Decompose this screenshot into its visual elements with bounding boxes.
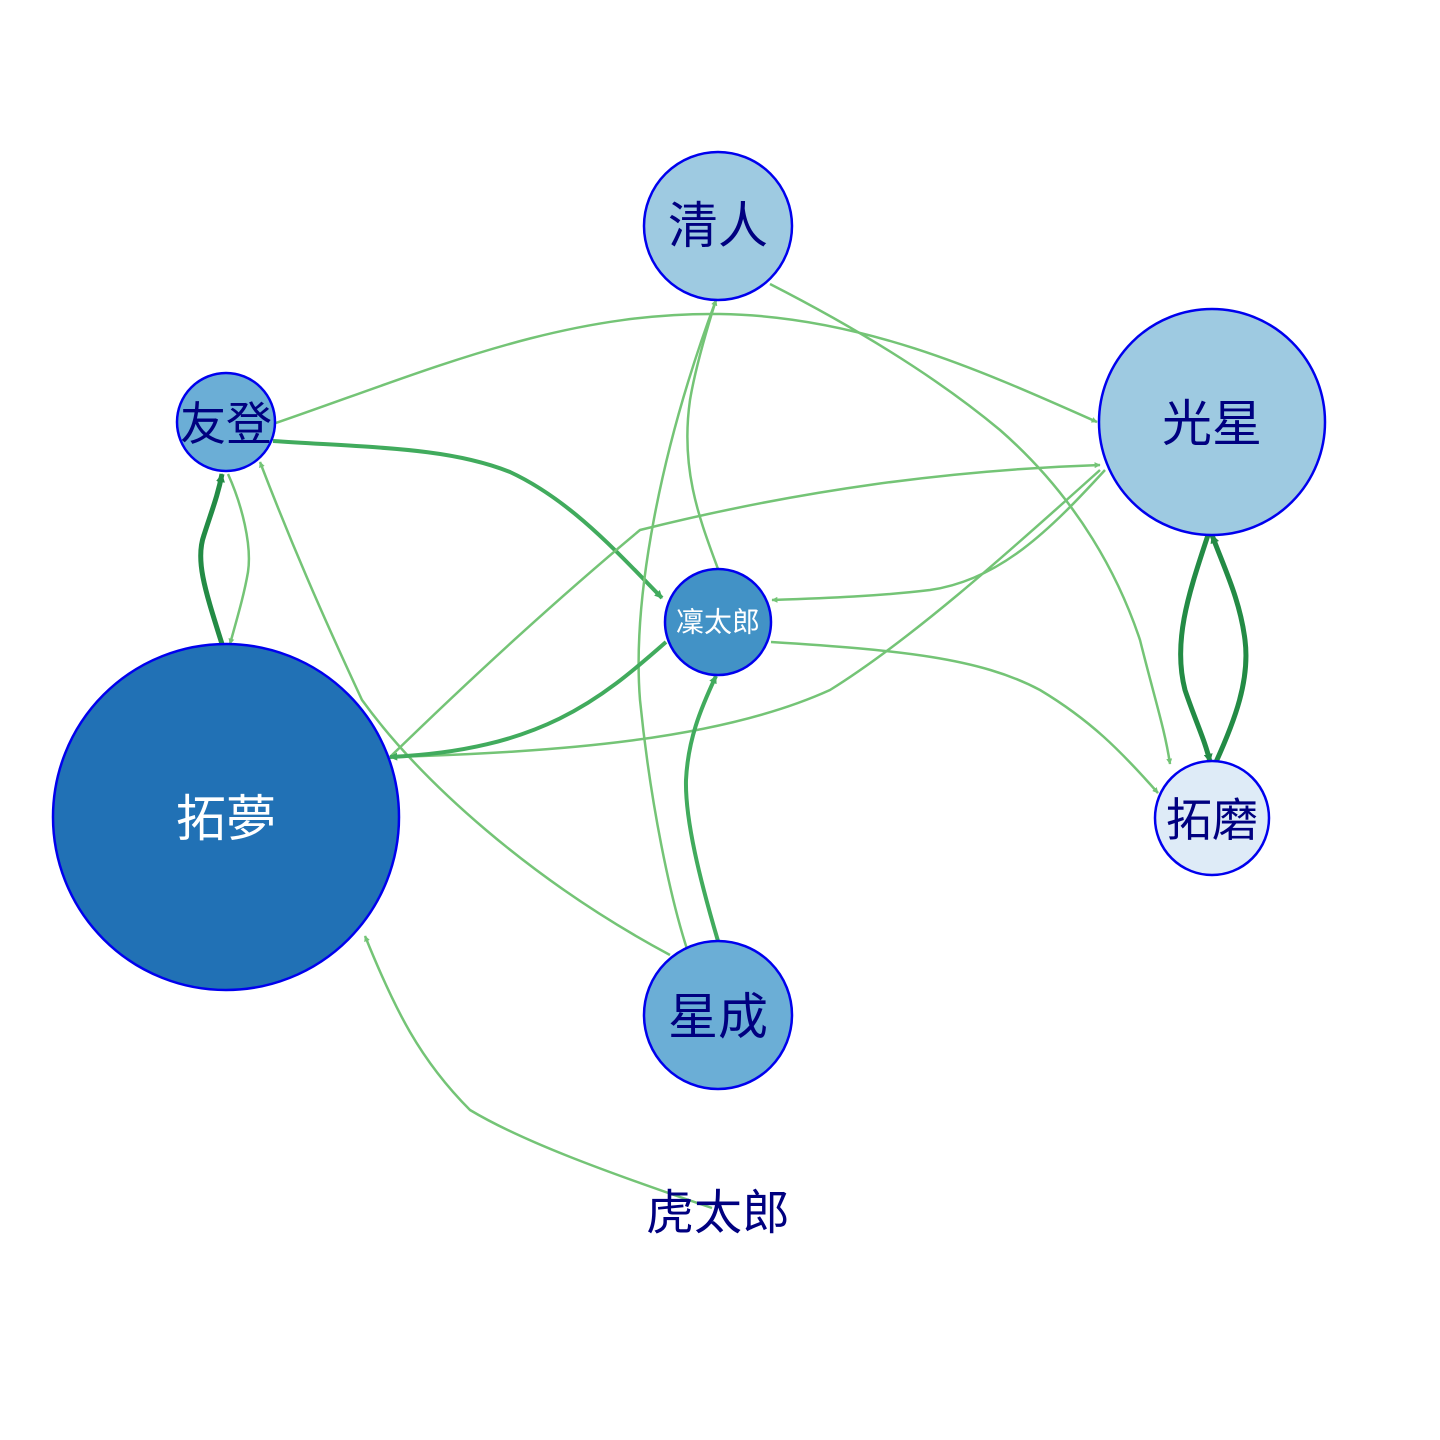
node-takuma[interactable]: 拓磨	[1153, 759, 1271, 877]
node-seisei-label: 星成	[668, 988, 768, 1046]
node-seisei-circle	[642, 939, 794, 1091]
nodes-layer: 清人 友登 光星 凜太郎 拓夢 拓磨 星成 虎太郎	[51, 150, 1327, 1241]
node-takuma-label: 拓磨	[1166, 793, 1258, 847]
edge-kosei-to-takuma	[1178, 534, 1213, 763]
edge-takuma-to-kosei	[1209, 534, 1249, 764]
node-tomo-label: 友登	[180, 397, 272, 451]
edge-kiyoto-to-takuma	[769, 282, 1173, 765]
node-takumu-label: 拓夢	[176, 790, 276, 848]
node-kiyoto-label: 清人	[668, 197, 768, 255]
node-rintaro-label: 凜太郎	[676, 606, 760, 639]
edge-rintaro-to-kiyoto	[686, 299, 720, 570]
edge-takumu-to-tomo	[198, 473, 225, 645]
edge-kosei-to-rintaro	[771, 469, 1106, 603]
node-kosei[interactable]: 光星	[1097, 307, 1327, 537]
node-tomo[interactable]: 友登	[175, 371, 277, 473]
edges-layer	[198, 282, 1249, 1210]
edge-kotaro-to-takumu	[363, 935, 713, 1210]
edge-rintaro-to-takuma	[770, 640, 1159, 794]
edge-tomo-to-kosei	[272, 312, 1098, 426]
node-takumu[interactable]: 拓夢	[51, 642, 401, 992]
edge-seisei-to-tomo	[258, 461, 671, 957]
edge-kosei-to-takumu	[389, 469, 1101, 760]
node-takumu-circle	[51, 642, 401, 992]
edge-takumu-to-kosei	[389, 462, 1101, 758]
node-tomo-circle	[175, 371, 277, 473]
node-takuma-circle	[1153, 759, 1271, 877]
edge-rintaro-to-takumu	[389, 640, 668, 761]
node-rintaro-circle	[663, 567, 773, 677]
node-kotaro-label: 虎太郎	[646, 1185, 790, 1241]
node-seisei[interactable]: 星成	[642, 939, 794, 1091]
node-kosei-label: 光星	[1162, 395, 1262, 453]
node-rintaro[interactable]: 凜太郎	[663, 567, 773, 677]
node-kotaro[interactable]: 虎太郎	[646, 1185, 790, 1241]
edge-seisei-to-kiyoto	[637, 299, 718, 959]
edge-seisei-to-rintaro	[683, 675, 720, 942]
node-kiyoto[interactable]: 清人	[642, 150, 794, 302]
node-kiyoto-circle	[642, 150, 794, 302]
edge-tomo-to-takumu	[226, 473, 251, 645]
edge-tomo-to-rintaro	[272, 439, 664, 600]
node-kosei-circle	[1097, 307, 1327, 537]
